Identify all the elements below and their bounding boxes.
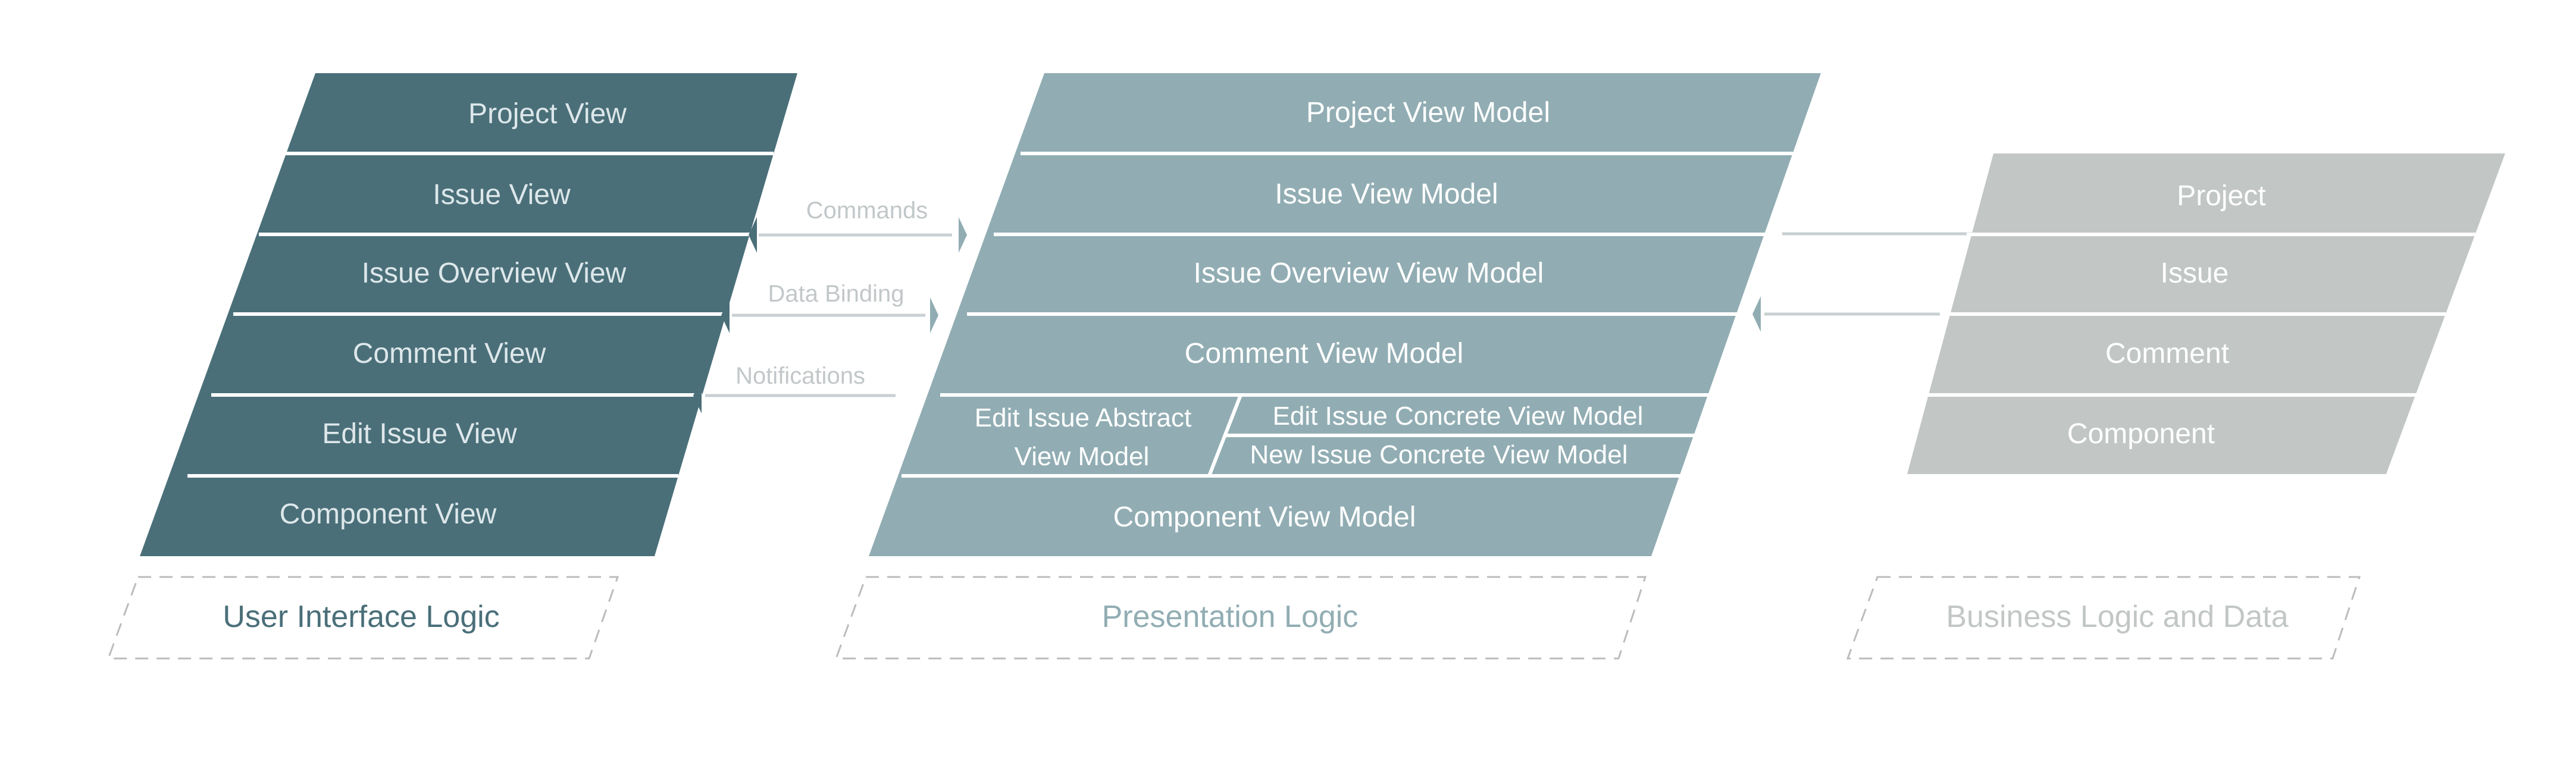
to-presentation-arrow [1752,296,1761,332]
pres-edit-issue-concrete-view-model: Edit Issue Concrete View Model [1273,402,1644,431]
presentation-caption: Presentation Logic [834,576,1647,660]
biz-item-project: Project [2177,180,2265,212]
notifications-label: Notifications [735,363,865,389]
ui-presentation-connectors: Commands Data Binding Notifications [693,197,967,413]
presentation-layer: Project View Model Issue View Model Issu… [869,73,1821,556]
business-layer: Project Issue Comment Component [1907,153,2505,474]
pres-edit-issue-abstract-line2: View Model [1015,442,1150,471]
commands-arrow-left [749,217,757,253]
notifications-connector: Notifications [693,363,896,413]
ui-item-component-view: Component View [280,498,497,530]
pres-new-issue-concrete-view-model: New Issue Concrete View Model [1250,440,1627,469]
pres-edit-issue-abstract-line1: Edit Issue Abstract [975,403,1191,432]
ui-caption: User Interface Logic [107,576,619,660]
ui-item-project-view: Project View [468,98,627,130]
business-caption: Business Logic and Data [1846,576,2361,660]
ui-layer: Project View Issue View Issue Overview V… [140,73,797,556]
presentation-caption-label: Presentation Logic [1102,600,1359,634]
pres-project-view-model: Project View Model [1306,97,1550,128]
data-binding-label: Data Binding [768,281,904,307]
pres-issue-view-model: Issue View Model [1275,178,1498,210]
data-binding-connector: Data Binding [721,281,938,333]
biz-item-comment: Comment [2105,338,2229,369]
presentation-caption-frame [834,576,1647,660]
to-business-connector [1782,216,1992,252]
business-caption-frame [1846,576,2361,660]
ui-item-comment-view: Comment View [353,338,546,369]
business-layer-dividers [1916,233,2475,397]
commands-arrow-right [959,217,967,253]
ui-item-issue-view: Issue View [433,179,571,211]
ui-caption-label: User Interface Logic [223,600,499,634]
presentation-layer-dividers [902,152,1793,478]
commands-connector: Commands [749,197,967,253]
ui-caption-frame [107,576,619,660]
biz-item-issue: Issue [2161,258,2229,289]
ui-layer-dividers [187,152,774,478]
data-binding-arrow-left [721,297,730,333]
ui-item-edit-issue-view: Edit Issue View [322,418,517,450]
pres-issue-overview-view-model: Issue Overview View Model [1194,258,1544,289]
business-caption-label: Business Logic and Data [1946,600,2288,634]
notifications-arrow-left [693,378,702,413]
data-binding-arrow-right [930,297,938,333]
commands-label: Commands [806,197,928,224]
ui-item-issue-overview-view: Issue Overview View [362,258,627,289]
pres-component-view-model: Component View Model [1113,501,1416,533]
pres-comment-view-model: Comment View Model [1185,338,1464,369]
to-presentation-connector [1752,296,1955,332]
biz-item-component: Component [2067,418,2215,450]
